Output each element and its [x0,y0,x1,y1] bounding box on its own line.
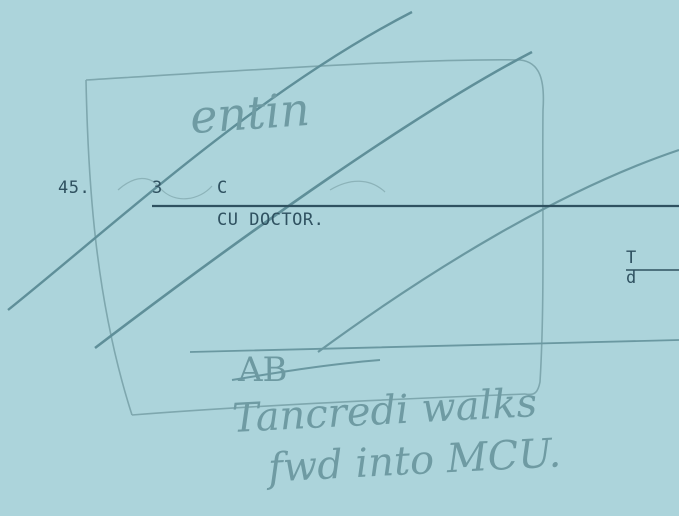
shot-number: 45. [58,178,91,198]
handwritten-shot-letters: AB [238,350,288,390]
camera-code: C [217,178,228,198]
pencil-strike-1 [7,10,413,311]
pencil-strike-3 [317,148,679,353]
handwritten-top-note: entin [188,81,312,145]
shot-description: CU DOCTOR. [217,210,325,230]
pencil-frame-left [85,79,133,416]
pencil-frame-top [85,59,545,111]
right-fragment-line-1: T [626,248,637,268]
handwritten-note-line-2: fwd into MCU. [266,430,563,492]
pencil-frame-right [524,109,544,396]
pencil-squiggle-2 [329,180,386,193]
right-fragment-line-2: d [626,268,637,288]
take-number: 3 [152,178,163,198]
pencil-squiggle [117,177,213,200]
pencil-strike-2 [94,50,533,350]
